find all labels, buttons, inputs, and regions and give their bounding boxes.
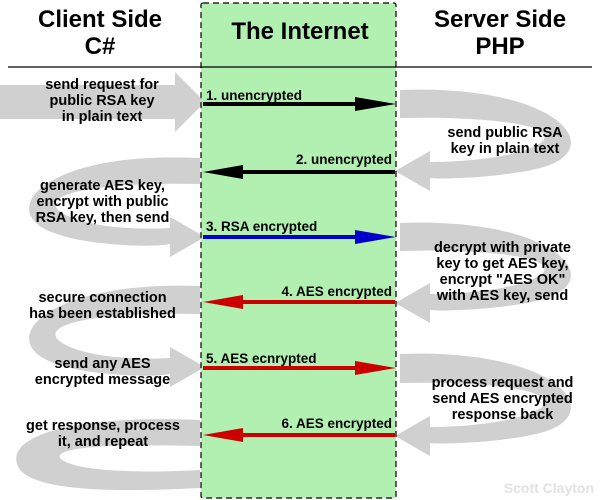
client-step-2-line: RSA key, then send — [35, 210, 170, 226]
server-step-3-line: send AES encrypted — [432, 391, 573, 407]
arrow-5 — [203, 361, 396, 375]
arrow-3 — [203, 230, 396, 244]
server-step-2-line: decrypt with private — [434, 240, 571, 256]
arrow-shaft — [240, 300, 395, 304]
client-step-2: generate AES key, encrypt with public RS… — [10, 178, 195, 226]
arrow-head — [203, 295, 243, 309]
internet-header: The Internet — [231, 18, 369, 45]
server-swirl-3 — [395, 353, 571, 456]
server-step-3-line: process request and — [431, 375, 574, 391]
arrow-shaft — [240, 170, 395, 174]
arrow-shaft — [203, 235, 358, 239]
arrow-head — [203, 165, 243, 179]
client-step-2-line: generate AES key, — [40, 178, 165, 194]
arrow-1 — [203, 97, 396, 111]
internet-column — [200, 2, 397, 499]
client-step-3-line: has been established — [29, 306, 176, 322]
arrow-4 — [203, 295, 395, 309]
server-step-1-line: send public RSA — [447, 125, 563, 141]
client-step-5-line: get response, process — [26, 418, 180, 434]
arrow-shaft — [203, 102, 358, 106]
client-step-1: send request for public RSA key in plain… — [22, 77, 182, 125]
arrow-6-label: 6. AES encrypted — [281, 416, 392, 431]
client-step-1-line: public RSA key — [49, 93, 155, 109]
arrow-2 — [203, 165, 395, 179]
client-swirl-1 — [29, 157, 205, 257]
message-arrows — [203, 97, 396, 442]
client-step-1-line: send request for — [45, 77, 159, 93]
arrow-shaft — [240, 433, 395, 437]
client-step-2-line: encrypt with public — [36, 194, 169, 210]
server-step-3-line: response back — [451, 407, 554, 423]
client-side-title: Client Side — [37, 6, 163, 33]
client-swirl-3 — [16, 419, 200, 491]
arrow-2-label: 2. unencrypted — [295, 152, 392, 167]
flow-swirls — [0, 72, 571, 491]
client-swirl-2 — [29, 285, 205, 387]
server-step-3: process request and send AES encrypted r… — [405, 375, 600, 423]
server-step-2-line: key to get AES key, — [436, 256, 569, 272]
arrow-head — [355, 230, 396, 244]
server-step-2-line: encrypt "AES OK" — [439, 272, 566, 288]
client-step-5: get response, process it, and repeat — [8, 418, 198, 450]
arrow-head — [355, 361, 396, 375]
client-step-3-line: secure connection — [38, 290, 167, 306]
server-step-1-line: key in plain text — [450, 141, 560, 157]
client-entry-swirl — [0, 72, 205, 132]
client-step-1-line: in plain text — [61, 109, 143, 125]
arrow-head — [203, 428, 243, 442]
arrow-3-label: 3. RSA encrypted — [206, 219, 318, 234]
client-step-4: send any AES encrypted message — [10, 356, 195, 388]
client-language: C# — [84, 33, 116, 60]
client-side-header: Client Side C# — [0, 6, 200, 60]
server-step-2: decrypt with private key to get AES key,… — [405, 240, 600, 304]
client-step-4-line: send any AES — [54, 356, 151, 372]
arrow-6 — [203, 428, 395, 442]
server-side-title: Server Side — [433, 6, 567, 33]
client-step-5-line: it, and repeat — [57, 434, 149, 450]
arrow-1-label: 1. unencrypted — [206, 88, 303, 103]
arrow-4-label: 4. AES encrypted — [281, 284, 392, 299]
arrow-head — [355, 97, 396, 111]
arrow-5-label: 5. AES ecnrypted — [206, 351, 317, 366]
client-step-3: secure connection has been established — [10, 290, 195, 322]
server-swirl-2 — [395, 222, 571, 323]
client-step-4-line: encrypted message — [34, 372, 171, 388]
server-step-2-line: with AES key, send — [436, 288, 569, 304]
server-side-header: Server Side PHP — [400, 6, 600, 60]
server-language: PHP — [475, 33, 525, 60]
arrow-shaft — [203, 366, 358, 370]
server-step-1: send public RSA key in plain text — [410, 125, 600, 157]
server-swirl-1 — [395, 89, 571, 191]
author-watermark: Scott Clayton — [503, 480, 594, 496]
